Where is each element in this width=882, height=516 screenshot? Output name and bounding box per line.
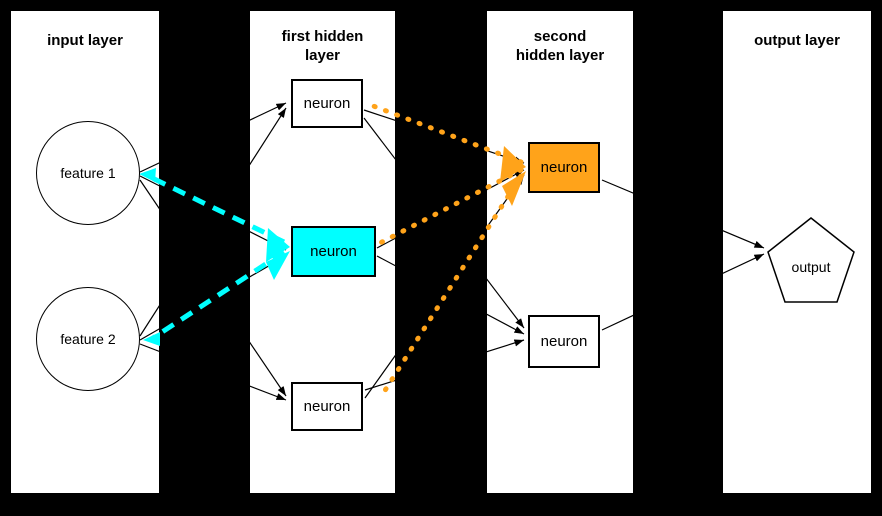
node-feature-2[interactable]: feature 2 bbox=[36, 287, 140, 391]
node-label: feature 2 bbox=[60, 331, 116, 347]
panel-title-first-hidden-layer: first hidden layer bbox=[281, 28, 364, 64]
panel-title-output-layer: output layer bbox=[754, 32, 840, 49]
panel-second-hidden-layer: second hidden layer bbox=[487, 11, 633, 493]
node-hidden1-neuron-3[interactable]: neuron bbox=[291, 382, 363, 431]
node-hidden2-neuron-2[interactable]: neuron bbox=[528, 315, 600, 368]
node-label: feature 1 bbox=[60, 165, 116, 181]
node-output[interactable]: output bbox=[766, 216, 856, 306]
node-label: neuron bbox=[303, 95, 351, 112]
node-hidden1-neuron-1[interactable]: neuron bbox=[291, 79, 363, 128]
node-hidden1-neuron-2-highlighted[interactable]: neuron bbox=[291, 226, 376, 277]
panel-title-input-layer: input layer bbox=[47, 32, 123, 49]
node-label: output bbox=[791, 259, 831, 275]
node-label: neuron bbox=[540, 159, 588, 176]
pentagon-shape bbox=[767, 217, 855, 303]
node-label: neuron bbox=[303, 398, 351, 415]
node-feature-1[interactable]: feature 1 bbox=[36, 121, 140, 225]
node-hidden2-neuron-1-highlighted[interactable]: neuron bbox=[528, 142, 600, 193]
panel-title-second-hidden-layer: second hidden layer bbox=[515, 28, 605, 64]
node-label: neuron bbox=[540, 333, 588, 350]
node-label: neuron bbox=[310, 243, 357, 260]
panel-input-layer: input layer bbox=[11, 11, 159, 493]
